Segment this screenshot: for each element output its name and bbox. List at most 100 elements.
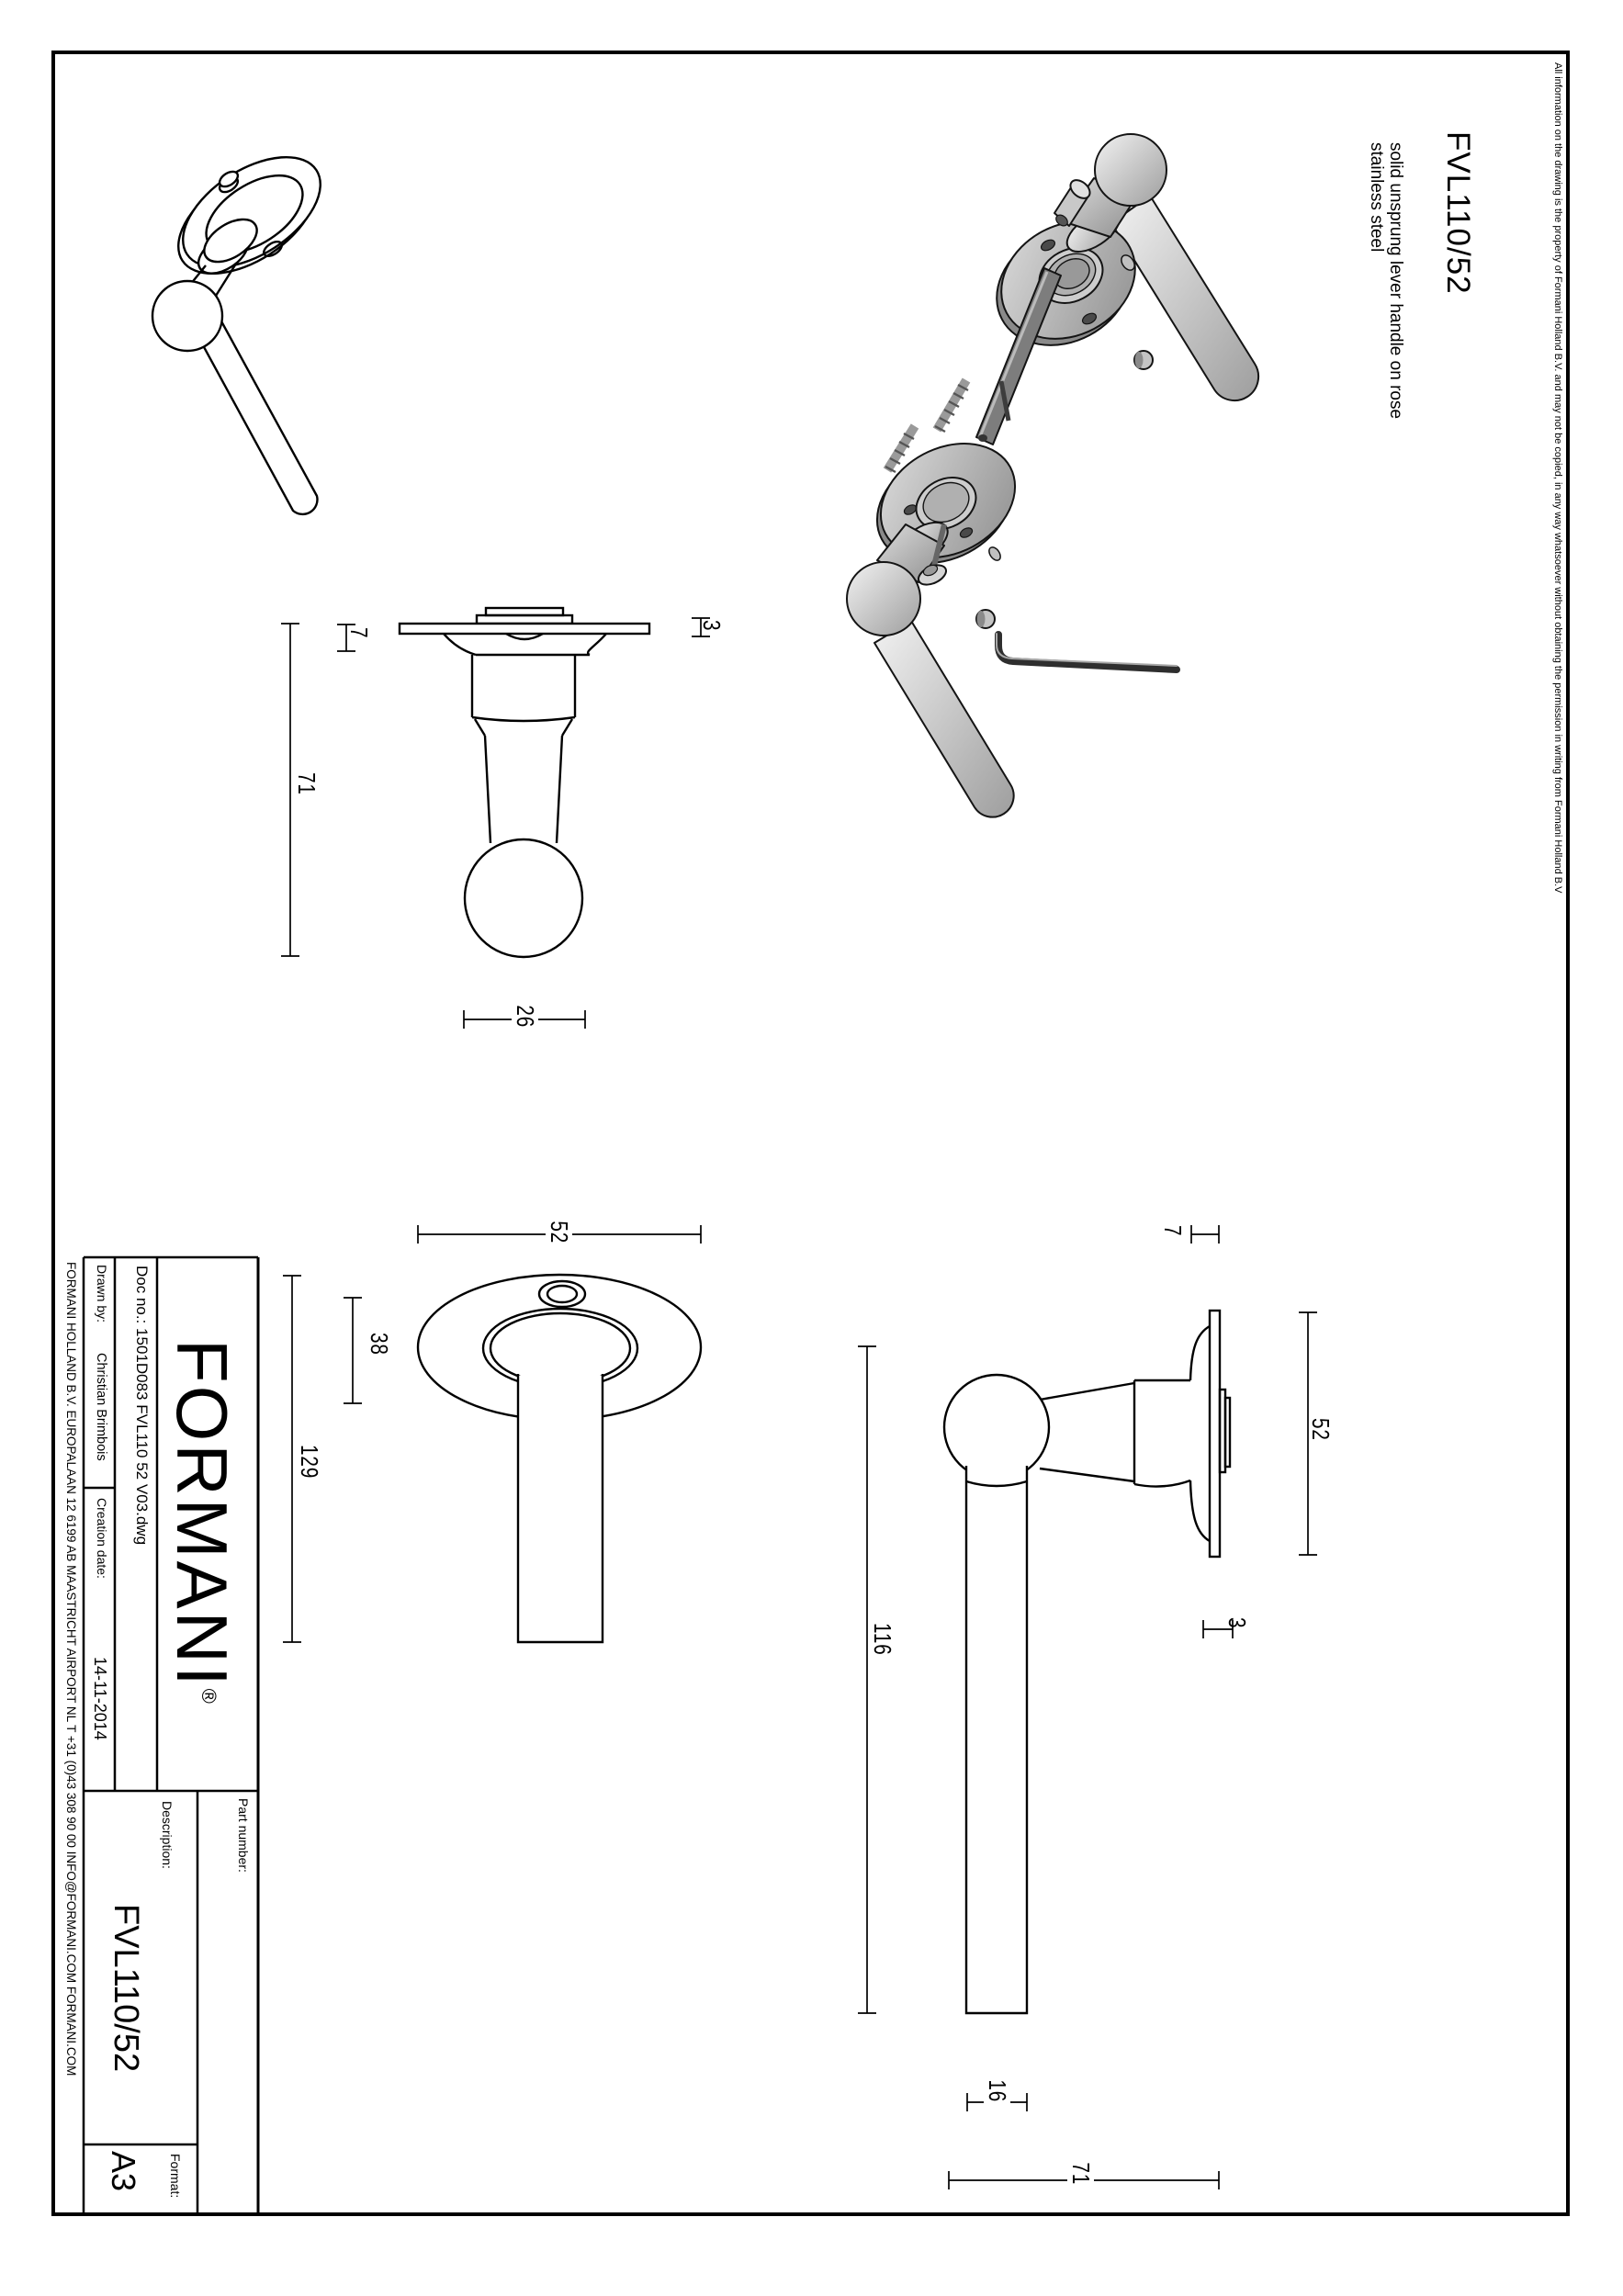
hole-inner: [546, 1284, 579, 1304]
stem: [1039, 1381, 1135, 1483]
grip-mask: [966, 1468, 1027, 2013]
lower-side-grub-boss: [988, 546, 1001, 561]
dim-grip-width: 16: [984, 2074, 1011, 2109]
side-view: [942, 1309, 1232, 2015]
lower-rose-hole-2: [959, 527, 974, 538]
screw-hole-top: [218, 170, 240, 188]
spindle-hole: [978, 434, 987, 442]
square-spindle: [975, 267, 1062, 445]
dim-side-projection: 71: [1067, 2156, 1095, 2191]
doc-no-label: Doc no.:: [133, 1266, 151, 1324]
washer-screw-shaft: [930, 523, 947, 570]
bush: [1133, 1379, 1191, 1488]
flare-top: [1189, 1324, 1211, 1381]
dim-line-3: [692, 617, 710, 637]
dim-line-38: [344, 1297, 362, 1404]
company-address-line: FORMANI HOLLAND B.V. EUROPALAAN 12 6199 …: [64, 1262, 78, 2077]
format-label: Format:: [168, 2154, 183, 2199]
ball: [463, 838, 584, 959]
creation-date-value: 14-11-2014: [91, 1657, 109, 1740]
ball: [942, 1373, 1051, 1481]
pin-tip: [1055, 214, 1068, 227]
page-border: [51, 51, 1570, 2216]
part-number-label: Part number:: [236, 1798, 251, 1873]
neck-ring-upper: [203, 218, 258, 264]
logo-text: FORMANI: [162, 1339, 242, 1689]
projection-view-dims: [281, 617, 710, 1029]
exploded-view: [846, 133, 1260, 818]
dim-rose-diameter: 52: [546, 1215, 573, 1250]
dim-projection: 71: [293, 772, 321, 795]
upper-ball: [1094, 133, 1167, 207]
dim-line-7: [1190, 1225, 1220, 1244]
stem: [483, 735, 564, 844]
threaded-screw-1: [932, 377, 971, 433]
dim-line-3: [1202, 1620, 1234, 1638]
under-plate-arc: [505, 632, 544, 641]
spindle-cap-outer: [475, 613, 574, 625]
grip-outline: [964, 1466, 1029, 2015]
pin-head: [1069, 179, 1091, 199]
dim-line-129: [283, 1275, 301, 1643]
iso-line-view: [151, 155, 321, 516]
rose-ring-inner: [489, 1311, 632, 1385]
grub-screw-upper-face: [1134, 352, 1144, 368]
side-view-dims: [858, 1225, 1317, 2189]
ball-grip-seam: [965, 1480, 1028, 1488]
dim-line-52: [1299, 1311, 1317, 1556]
page-title: FVL110/52: [1440, 131, 1476, 295]
grip-mask: [518, 1376, 603, 1642]
cap-step-2: [1223, 1396, 1232, 1469]
page-subtitle: solid unsprung lever handle on rose stai…: [1367, 142, 1405, 419]
drawn-by-value: Christian Brimbois: [94, 1353, 108, 1461]
flare-bottom: [1189, 1480, 1211, 1543]
dim-line-7: [337, 624, 355, 652]
lower-grip: [873, 620, 1015, 818]
rose-screw-hole-2: [1081, 312, 1098, 325]
format-value: A3: [105, 2151, 142, 2192]
rose-plate: [1208, 1309, 1222, 1559]
grip-outline: [516, 1374, 604, 1644]
spindle-cap-inner: [484, 606, 565, 617]
spindle-highlight: [977, 271, 1049, 440]
flare-left: [443, 633, 477, 657]
grub-screw-lower-face: [976, 611, 986, 627]
description-label: Description:: [160, 1801, 175, 1869]
dim-rose-depth: 7: [345, 627, 373, 639]
washer-screw-cap: [922, 564, 939, 577]
title-block-borders: [82, 1255, 260, 2214]
hole-outer: [537, 1279, 587, 1309]
lower-ball: [846, 561, 921, 636]
dim-line-71: [281, 623, 299, 957]
threaded-screw-2: [883, 423, 919, 474]
screw-hole-2: [263, 240, 283, 258]
dim-lever-length: 116: [869, 1623, 896, 1656]
rose-screw-hole-1: [1040, 239, 1056, 252]
dim-line-116: [858, 1345, 876, 2014]
lower-boss-ring: [922, 481, 970, 523]
spindle-slot: [998, 380, 1011, 422]
subtitle-line-1: solid unsprung lever handle on rose: [1386, 142, 1405, 420]
dim-side-plate-thickness: 3: [1223, 1617, 1251, 1629]
dim-plate-thickness: 3: [698, 620, 726, 632]
dim-side-rose-diameter: 52: [1307, 1418, 1335, 1441]
projection-view: [398, 606, 651, 959]
bush: [470, 655, 577, 723]
bush-taper: [473, 718, 574, 737]
creation-date-label: Creation date:: [95, 1498, 109, 1579]
allen-key: [995, 631, 1180, 673]
dim-ball-diameter: 26: [512, 999, 539, 1034]
rose-plate: [398, 622, 651, 636]
formani-logo: FORMANI®: [162, 1339, 242, 1704]
grip-tube: [196, 318, 319, 516]
doc-no-value: 1501D083 FVL110 52 V03.dwg: [133, 1328, 151, 1546]
drawn-by-label: Drawn by:: [95, 1265, 109, 1323]
ball: [151, 279, 224, 353]
side-grub-boss: [1121, 254, 1135, 271]
dim-side-rose-depth: 7: [1159, 1225, 1187, 1237]
rose-face: [182, 155, 321, 269]
dim-inner-ring: 38: [366, 1333, 393, 1356]
description-value: FVL110/52: [107, 1904, 145, 2073]
